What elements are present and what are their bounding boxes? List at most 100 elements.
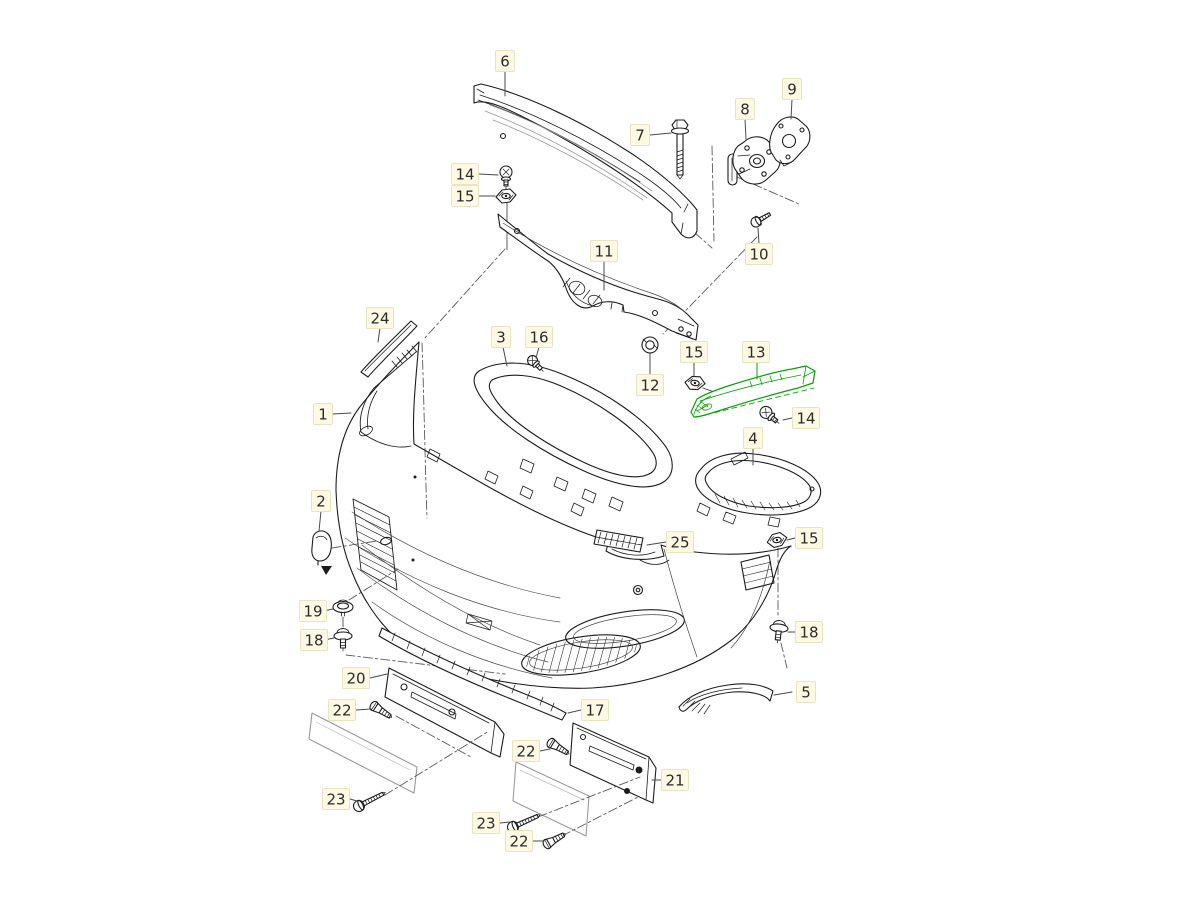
callout-11[interactable]: 11 — [590, 240, 618, 291]
callout-15[interactable]: 15 — [680, 341, 708, 377]
callout-22[interactable]: 22 — [328, 699, 372, 721]
callout-box[interactable] — [311, 490, 331, 512]
callout-4[interactable]: 4 — [743, 427, 763, 466]
callout-box[interactable] — [342, 667, 370, 689]
callout-8[interactable]: 8 — [735, 98, 755, 140]
part-13-side-bracket-highlighted[interactable] — [690, 365, 816, 418]
callout-22[interactable]: 22 — [505, 830, 545, 852]
callout-box[interactable] — [322, 788, 350, 810]
part-22-screw-a[interactable] — [368, 700, 394, 722]
part-1-bumper-cover[interactable] — [335, 341, 792, 689]
callout-box[interactable] — [581, 699, 609, 721]
callout-3[interactable]: 3 — [491, 326, 511, 367]
part-24-trim-strip[interactable] — [360, 320, 418, 378]
callout-10[interactable]: 10 — [745, 227, 773, 265]
part-25-vent-grille[interactable] — [593, 529, 644, 553]
callout-leader-line — [567, 709, 582, 714]
part-7-bolt[interactable] — [670, 119, 690, 180]
part-12-grommet[interactable] — [641, 336, 659, 358]
callout-box[interactable] — [451, 163, 479, 185]
part-4-side-grille[interactable] — [695, 451, 822, 528]
callout-box[interactable] — [795, 527, 823, 549]
callout-7[interactable]: 7 — [630, 124, 672, 146]
part-20-license-bracket[interactable] — [308, 667, 505, 794]
callout-box[interactable] — [472, 812, 500, 834]
callout-15[interactable]: 15 — [451, 185, 496, 207]
callout-box[interactable] — [666, 531, 694, 553]
callout-box[interactable] — [451, 185, 479, 207]
part-9-cover-plate[interactable] — [769, 116, 811, 167]
part-14-screw-right[interactable] — [757, 404, 782, 428]
callout-leader-line — [355, 708, 372, 711]
callout-24[interactable]: 24 — [366, 307, 394, 343]
direction-arrow-icon — [321, 566, 332, 575]
part-11-cowl-panel[interactable] — [497, 213, 699, 341]
part-5-spoiler-lip[interactable] — [678, 683, 774, 715]
callout-12[interactable]: 12 — [636, 353, 664, 396]
callout-19[interactable]: 19 — [299, 600, 334, 622]
callout-9[interactable]: 9 — [782, 78, 802, 120]
callout-17[interactable]: 17 — [567, 699, 609, 721]
intake-hatch — [353, 506, 397, 582]
callout-1[interactable]: 1 — [313, 403, 352, 425]
part-17-spoiler-strip[interactable] — [378, 627, 567, 721]
callout-15[interactable]: 15 — [786, 527, 823, 549]
callout-box[interactable] — [512, 740, 540, 762]
callout-box[interactable] — [313, 403, 333, 425]
callout-14[interactable]: 14 — [782, 407, 820, 429]
callout-box[interactable] — [300, 629, 328, 651]
callout-box[interactable] — [795, 621, 823, 643]
callout-18[interactable]: 18 — [787, 621, 823, 643]
part-6-impact-beam[interactable] — [473, 83, 698, 239]
part-10-screw[interactable] — [749, 210, 772, 229]
callout-box[interactable] — [590, 240, 618, 262]
part-23-screw-a[interactable] — [352, 788, 388, 814]
callout-box[interactable] — [505, 830, 533, 852]
callout-6[interactable]: 6 — [495, 50, 515, 97]
callout-box[interactable] — [525, 326, 553, 348]
callout-21[interactable]: 21 — [651, 769, 689, 791]
callout-25[interactable]: 25 — [646, 531, 694, 553]
part-15-clip-mid[interactable] — [684, 374, 706, 391]
callout-box[interactable] — [796, 681, 816, 703]
callout-box[interactable] — [328, 699, 356, 721]
callout-box[interactable] — [630, 124, 650, 146]
callout-box[interactable] — [366, 307, 394, 329]
callout-leader-line — [649, 132, 672, 136]
callout-5[interactable]: 5 — [773, 681, 816, 703]
callout-box[interactable] — [636, 374, 664, 396]
part-19-nut[interactable] — [332, 599, 354, 617]
part-14-screw-top[interactable] — [499, 165, 513, 190]
part-18-screw-right[interactable] — [768, 620, 789, 644]
callout-box[interactable] — [495, 50, 515, 72]
callout-box[interactable] — [299, 600, 327, 622]
callout-box[interactable] — [661, 769, 689, 791]
callout-box[interactable] — [680, 341, 708, 363]
callout-box[interactable] — [792, 407, 820, 429]
callout-2[interactable]: 2 — [311, 490, 331, 532]
callout-22[interactable]: 22 — [512, 740, 551, 762]
callout-box[interactable] — [491, 326, 511, 348]
part-15-clip-right[interactable] — [766, 531, 788, 549]
callout-23[interactable]: 23 — [322, 788, 358, 810]
part-22-screw-b[interactable] — [545, 737, 571, 758]
callout-box[interactable] — [745, 243, 773, 265]
part-3-center-grille[interactable] — [473, 362, 673, 512]
part-18-screw-left[interactable] — [333, 628, 353, 652]
callout-16[interactable]: 16 — [525, 326, 553, 359]
callout-box[interactable] — [735, 98, 755, 120]
callout-18[interactable]: 18 — [300, 629, 335, 651]
part-15-clip-top[interactable] — [495, 188, 517, 204]
part-21-license-bracket[interactable] — [512, 722, 657, 837]
callout-20[interactable]: 20 — [342, 667, 388, 689]
callout-box[interactable] — [743, 427, 763, 449]
part-2-tow-eye-cover[interactable] — [311, 530, 332, 575]
callout-14[interactable]: 14 — [451, 163, 499, 185]
callout-13[interactable]: 13 — [742, 341, 770, 380]
callout-23[interactable]: 23 — [472, 812, 512, 834]
part-22-screw-c[interactable] — [542, 829, 568, 850]
callout-box[interactable] — [742, 341, 770, 363]
part-8-tow-mount[interactable] — [727, 136, 781, 186]
callout-box[interactable] — [782, 78, 802, 100]
